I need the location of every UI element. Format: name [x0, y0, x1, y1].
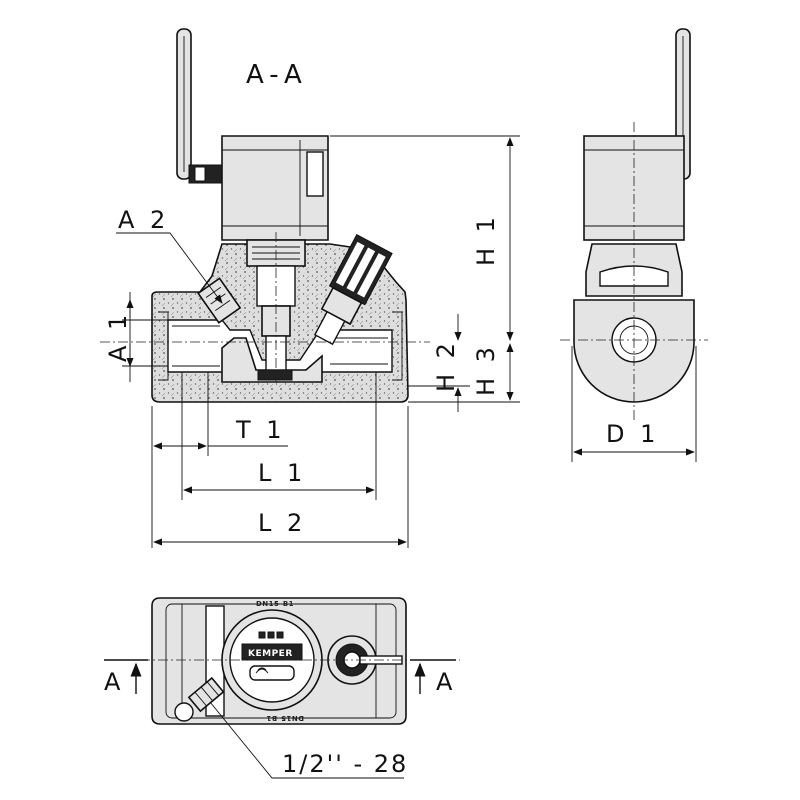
valve-stem [246, 232, 306, 382]
dim-h2: H 2 [408, 314, 470, 412]
svg-text:A: A [436, 668, 456, 696]
section-title: A-A [246, 60, 308, 90]
svg-text:A 2: A 2 [118, 206, 169, 234]
logo-marks [258, 631, 284, 639]
top-view: DN15-B1 DN15-B1 KEMPER [104, 597, 460, 779]
dim-h1: H 1 [330, 135, 520, 341]
antenna-icon [176, 28, 225, 184]
svg-text:H 2: H 2 [432, 339, 460, 392]
thread-callout: 1/2'' - 28 [209, 701, 408, 779]
section-view: A-A [100, 28, 520, 548]
svg-text:H 3: H 3 [472, 343, 500, 396]
dim-l2: L 2 [153, 509, 407, 546]
body-marking-bottom: DN15-B1 [266, 714, 304, 722]
measuring-valve [313, 234, 393, 346]
section-mark-left: A [104, 659, 148, 696]
svg-text:A 1: A 1 [104, 311, 132, 362]
dim-d1: D 1 [573, 420, 695, 456]
test-port-top [187, 676, 225, 713]
side-view: D 1 [560, 28, 708, 462]
svg-text:1/2'' - 28: 1/2'' - 28 [282, 750, 408, 778]
svg-text:L 2: L 2 [258, 509, 306, 537]
body-marking-top: DN15-B1 [256, 600, 294, 608]
dim-a2: A 2 [116, 206, 223, 304]
actuator-housing [221, 135, 329, 241]
svg-text:D 1: D 1 [606, 420, 659, 448]
section-mark-right: A [410, 659, 456, 696]
dim-l1: L 1 [183, 459, 375, 494]
dim-a1: A 1 [104, 292, 168, 382]
svg-text:L 1: L 1 [258, 459, 306, 487]
side-actuator-housing [583, 135, 685, 241]
svg-text:H 1: H 1 [472, 213, 500, 266]
svg-text:A: A [104, 668, 124, 696]
svg-text:T 1: T 1 [235, 416, 286, 444]
test-port-cap [174, 702, 194, 722]
brand-logo: KEMPER [248, 649, 293, 659]
dim-t1: T 1 [153, 416, 288, 450]
dim-h3: H 3 [408, 343, 520, 403]
